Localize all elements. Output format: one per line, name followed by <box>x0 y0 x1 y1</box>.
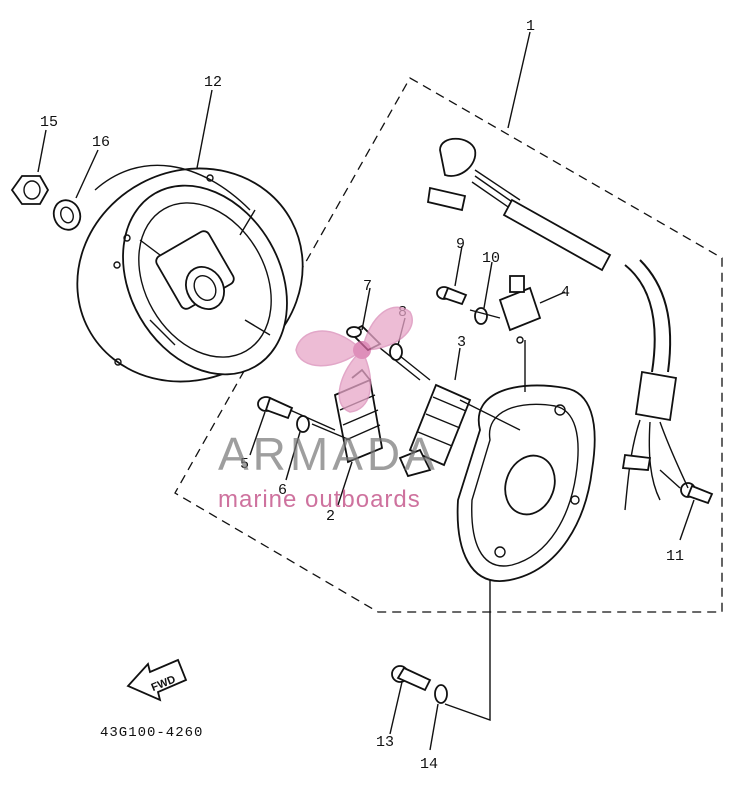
screw-13 <box>391 665 432 692</box>
wire-harness <box>426 137 689 511</box>
callout-12: 12 <box>204 74 222 91</box>
washer-14 <box>434 684 448 704</box>
callout-labels: 1 2 3 4 5 6 7 8 9 10 11 12 13 14 15 16 <box>40 18 684 773</box>
callout-1: 1 <box>526 18 535 35</box>
coil-screw-5 <box>257 396 294 420</box>
callout-15: 15 <box>40 114 58 131</box>
callout-11: 11 <box>666 548 684 565</box>
arrow-left-icon <box>126 658 188 702</box>
callout-3: 3 <box>457 334 466 351</box>
forward-direction-indicator: FWD <box>126 658 188 702</box>
watermark-brand: ARMADA <box>218 428 439 480</box>
callout-4: 4 <box>561 284 570 301</box>
callout-9: 9 <box>456 236 465 253</box>
callout-16: 16 <box>92 134 110 151</box>
assembly-boundary <box>174 77 723 613</box>
callout-2: 2 <box>326 508 335 525</box>
washer-10 <box>474 307 488 325</box>
screw-9 <box>436 286 468 306</box>
stator-base-plate <box>456 384 596 582</box>
propeller-icon <box>295 306 413 413</box>
callout-6: 6 <box>278 482 287 499</box>
callout-14: 14 <box>420 756 438 773</box>
callout-7: 7 <box>363 278 372 295</box>
flywheel-magneto <box>76 164 304 383</box>
pulser-coil <box>398 383 472 478</box>
watermark: ARMADA marine outboards <box>218 306 439 513</box>
drawing-code: 43G100-4260 <box>100 725 203 741</box>
callout-13: 13 <box>376 734 394 751</box>
flywheel-washer <box>52 199 82 231</box>
watermark-subtitle: marine outboards <box>218 486 421 513</box>
callout-10: 10 <box>482 250 500 267</box>
connector-4 <box>498 275 542 344</box>
callout-5: 5 <box>240 456 249 473</box>
flywheel-nut <box>10 175 50 205</box>
screw-11 <box>680 482 714 505</box>
